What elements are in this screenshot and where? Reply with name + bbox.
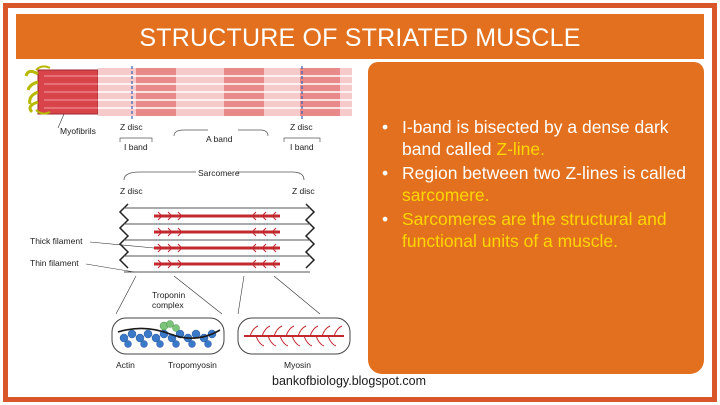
bullet-list: • I-band is bisected by a dense dark ban… [380,116,700,254]
bullet-text: Region between two Z-lines is called [402,163,687,183]
label-tropomyosin: Tropomyosin [168,360,217,370]
label-z-disc-lower-right: Z disc [292,186,315,196]
bullet-item-structural-units: • Sarcomeres are the structural and func… [380,208,700,252]
bullet-highlight: sarcomere. [402,185,490,205]
label-myofibrils: Myofibrils [60,126,96,136]
muscle-diagram-svg: Myofibrils Z disc Z disc A band I band I… [24,65,352,370]
bullet-panel: • I-band is bisected by a dense dark ban… [368,62,704,374]
actin-detail [111,317,225,355]
footer-source: bankofbiology.blogspot.com [272,374,427,388]
label-myosin: Myosin [284,360,311,370]
filament-lattice [118,203,316,273]
sarcomere-strip [98,66,352,120]
label-a-band: A band [206,134,233,144]
muscle-structure-diagram: Myofibrils Z disc Z disc A band I band I… [24,62,360,380]
label-sarcomere: Sarcomere [198,168,240,178]
bullet-text: I-band is bisected by a dense dark band … [402,117,669,159]
label-i-band-left: I band [124,142,148,152]
myofibril-bundle [24,65,99,115]
bullet-item-z-line: • I-band is bisected by a dense dark ban… [380,116,700,160]
label-thick-filament: Thick filament [30,236,83,246]
label-z-disc-right: Z disc [290,122,313,132]
bullet-item-sarcomere: • Region between two Z-lines is called s… [380,162,700,206]
label-z-disc-lower-left: Z disc [120,186,143,196]
label-actin: Actin [116,360,135,370]
bullet-highlight: Sarcomeres are the structural and functi… [402,209,667,251]
label-troponin-complex: complex [152,300,184,310]
label-z-disc-left: Z disc [120,122,143,132]
slide-title: STRUCTURE OF STRIATED MUSCLE [16,14,704,62]
myosin-detail [237,317,351,355]
bullet-dot-icon: • [382,209,389,229]
label-troponin: Troponin [152,290,186,300]
label-i-band-right: I band [290,142,314,152]
bullet-dot-icon: • [382,117,389,137]
bullet-dot-icon: • [382,163,389,183]
label-thin-filament: Thin filament [30,258,79,268]
bullet-highlight: Z-line. [496,139,546,159]
